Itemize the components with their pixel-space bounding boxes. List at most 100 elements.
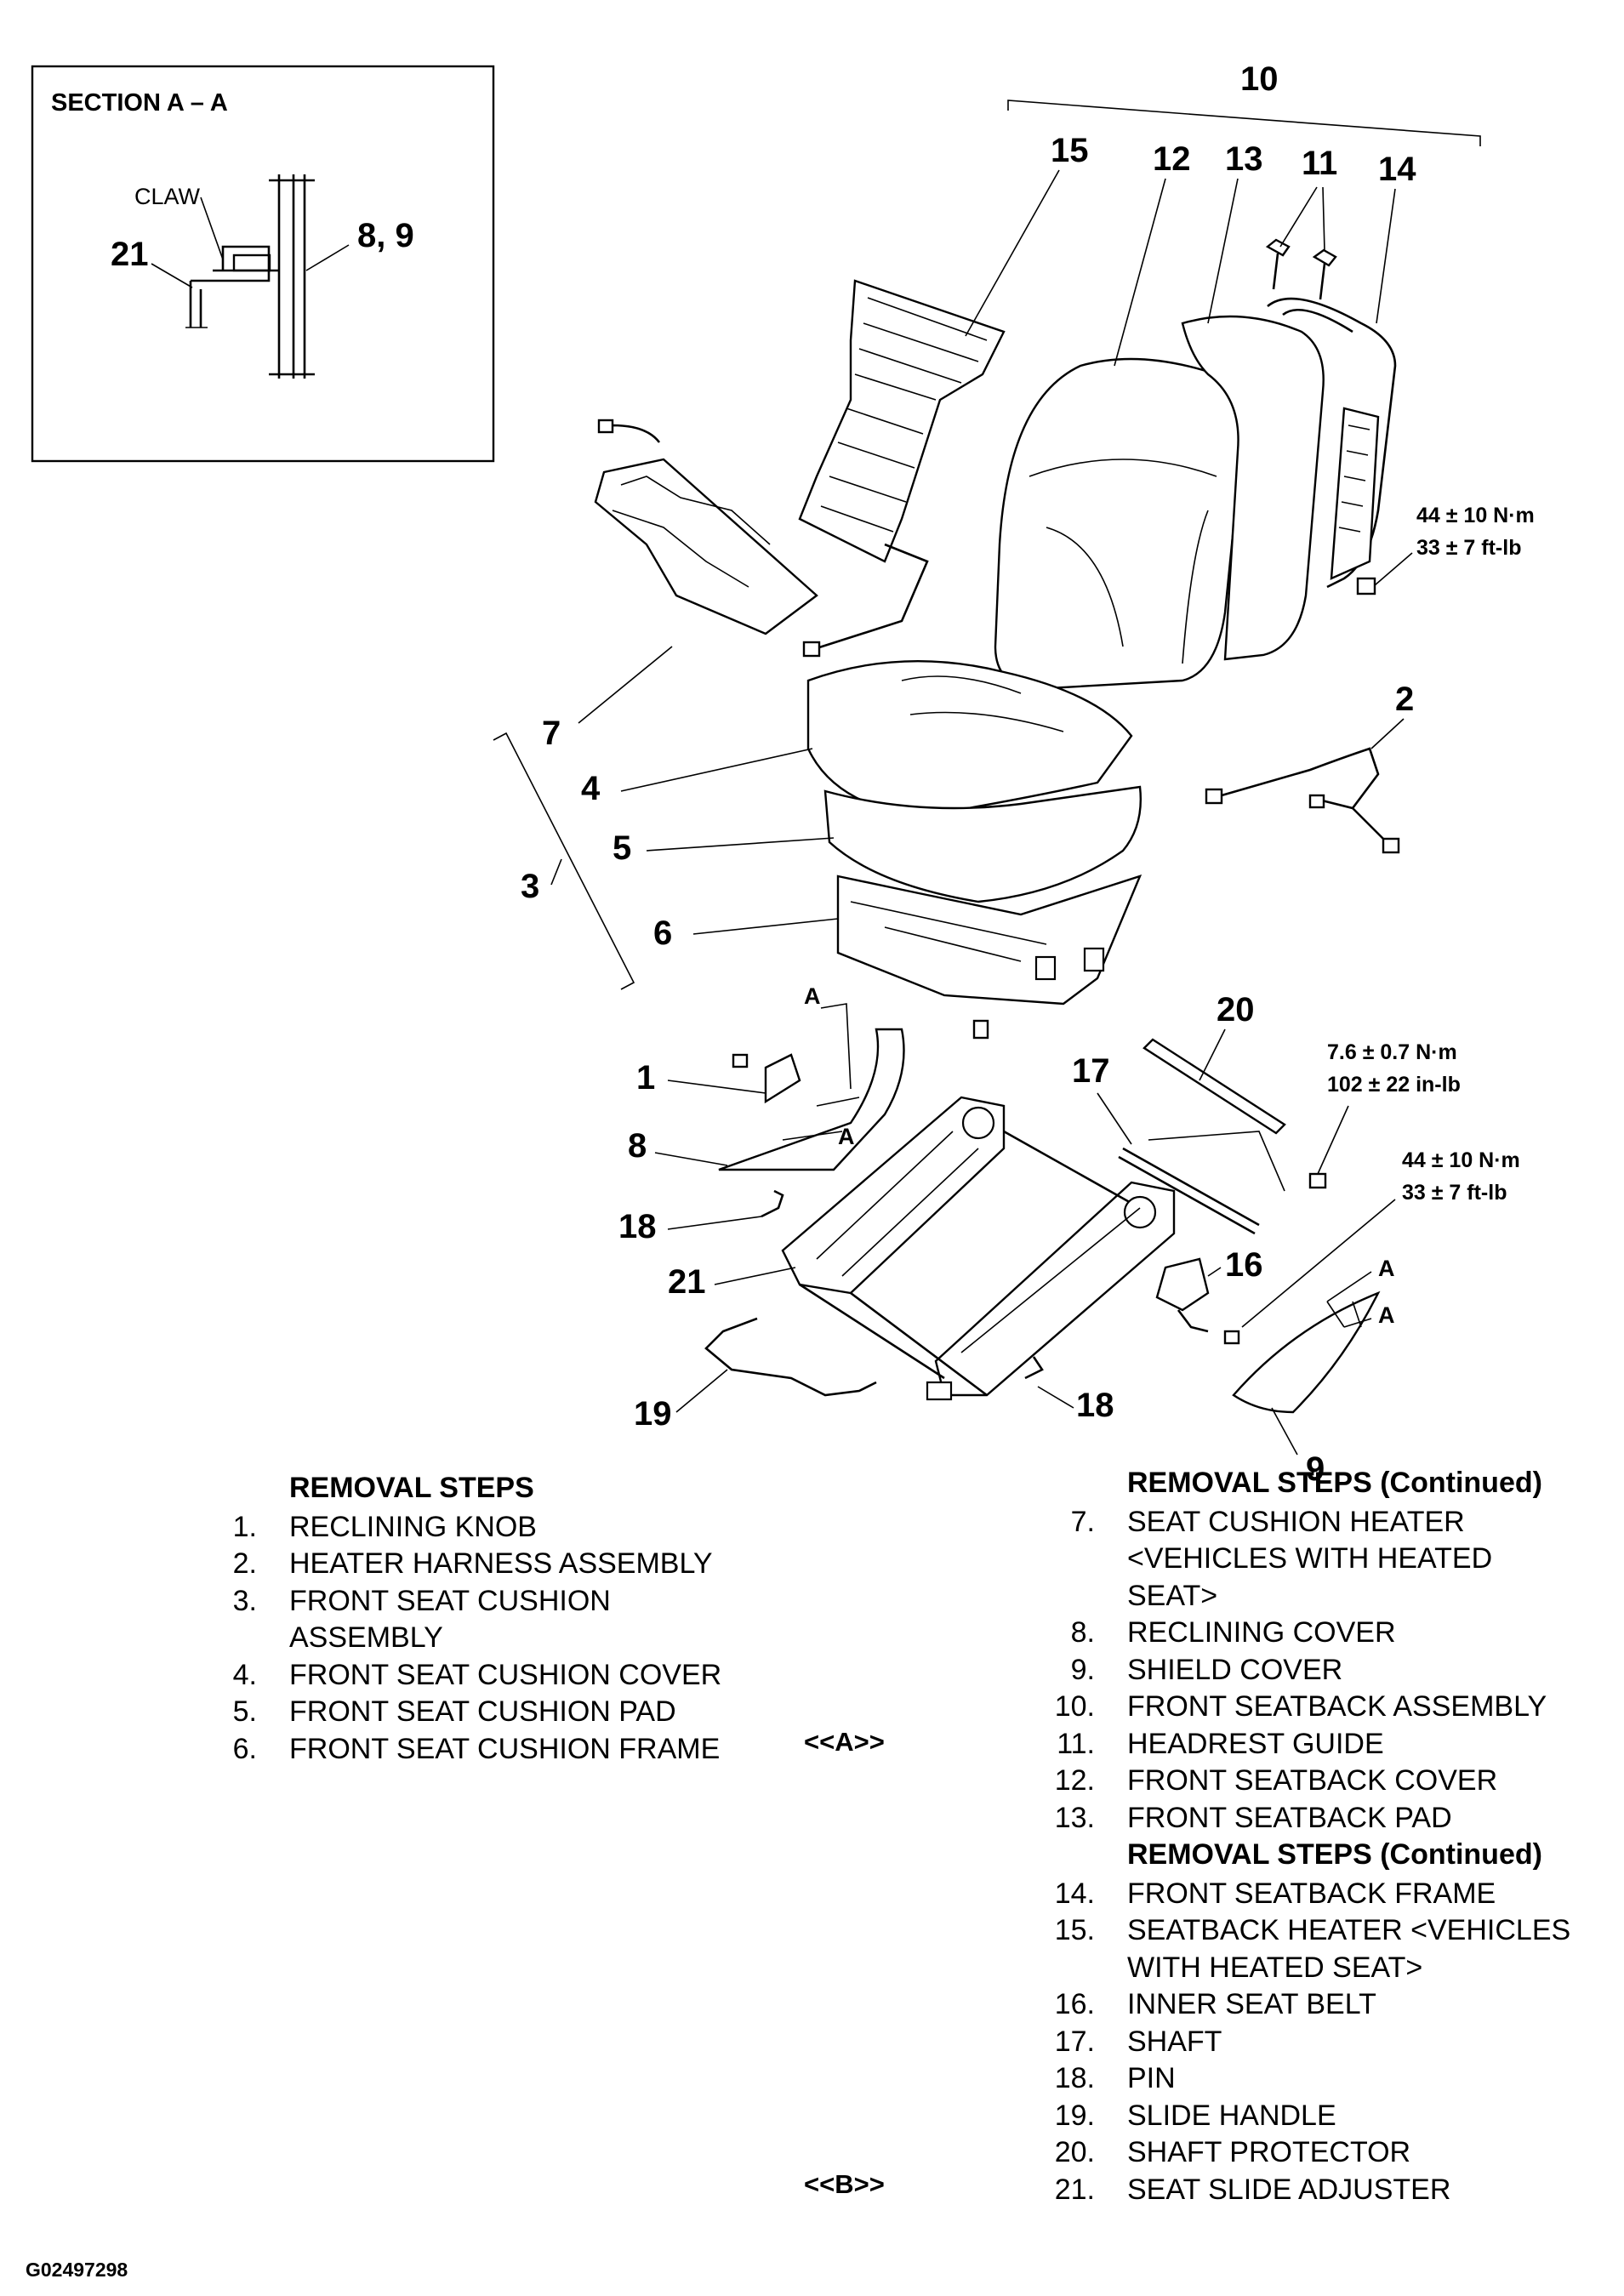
shaft-protector-plate <box>1148 1131 1285 1192</box>
callout-9: 9 <box>1306 1450 1325 1488</box>
seat-cushion-heater <box>594 419 818 635</box>
callout-20: 20 <box>1217 991 1255 1028</box>
removal-step-row: 5.FRONT SEAT CUSHION PAD <box>213 1694 910 1731</box>
slide-handle <box>704 1317 877 1397</box>
removal-step-text: INNER SEAT BELT <box>1127 1988 1376 2020</box>
bracket-3 <box>493 732 635 990</box>
note-tag-b: <<B>> <box>804 2169 885 2199</box>
removal-step-text: <VEHICLES WITH HEATED <box>1127 1542 1493 1575</box>
reclining-cover <box>718 1028 905 1171</box>
removal-step-text: SLIDE HANDLE <box>1127 2099 1336 2132</box>
removal-step-row: 21.SEAT SLIDE ADJUSTER <box>1051 2172 1612 2209</box>
shaft-bolt <box>1308 1172 1327 1189</box>
callout-10: 10 <box>1240 60 1279 98</box>
removal-step-row: ASSEMBLY <box>213 1620 910 1657</box>
removal-step-row: 18.PIN <box>1051 2060 1612 2098</box>
removal-step-number: 15. <box>1054 1914 1095 1946</box>
removal-step-row: 13. FRONT SEATBACK PAD <box>1051 1800 1612 1837</box>
callout-11: 11 <box>1302 145 1337 182</box>
shaft <box>1118 1147 1260 1235</box>
removal-step-number: 13. <box>1054 1801 1095 1834</box>
figure-id: G02497298 <box>26 2259 128 2281</box>
removal-step-text: FRONT SEAT CUSHION COVER <box>289 1658 722 1691</box>
removal-step-text: FRONT SEAT CUSHION <box>289 1584 611 1617</box>
removal-step-text: FRONT SEAT CUSHION PAD <box>289 1695 676 1728</box>
removal-step-row: 12. FRONT SEATBACK COVER <box>1051 1763 1612 1800</box>
callout-14: 14 <box>1378 151 1416 188</box>
callout-2: 2 <box>1395 681 1414 718</box>
removal-step-text: FRONT SEATBACK PAD <box>1127 1801 1452 1834</box>
removal-step-text: WITH HEATED SEAT> <box>1127 1951 1423 1984</box>
callout-1: 1 <box>636 1059 655 1097</box>
callout-3: 3 <box>521 868 539 905</box>
removal-step-number: 8. <box>1070 1616 1095 1649</box>
seat-slide-adjuster <box>781 1096 1176 1401</box>
claw-label: CLAW <box>134 184 201 209</box>
removal-step-row: 2. HEATER HARNESS ASSEMBLY <box>213 1546 910 1583</box>
removal-step-row: 4. FRONT SEAT CUSHION COVER <box>213 1657 910 1695</box>
bracket-10 <box>1007 100 1481 146</box>
torque-seatback-nm: 44 ± 10 N·m <box>1416 504 1535 527</box>
removal-step-number <box>213 1620 289 1657</box>
removal-step-number: 4. <box>232 1658 257 1691</box>
section-title: SECTION A – A <box>51 89 228 117</box>
removal-step-row: SEAT> <box>1051 1578 1612 1615</box>
view-marker-a2: A <box>838 1124 855 1149</box>
callout-4: 4 <box>581 770 601 807</box>
removal-step-text: SEAT CUSHION HEATER <box>1127 1505 1465 1538</box>
removal-step-number: 3. <box>232 1584 257 1617</box>
removal-step-row: 15. SEATBACK HEATER <VEHICLES <box>1051 1912 1612 1950</box>
removal-steps-right-list: 7. SEAT CUSHION HEATER <VEHICLES WITH HEAT… <box>1051 1504 1612 1837</box>
removal-step-row: 7. SEAT CUSHION HEATER <box>1051 1504 1612 1541</box>
removal-step-text: FRONT SEATBACK ASSEMBLY <box>1127 1690 1547 1723</box>
seat-cushion-pad <box>823 785 1142 903</box>
removal-step-row: 6.FRONT SEAT CUSHION FRAME <box>213 1731 910 1769</box>
removal-step-number: 6. <box>232 1732 257 1765</box>
torque-adjuster-nm: 44 ± 10 N·m <box>1402 1148 1520 1172</box>
removal-step-text: RECLINING COVER <box>1127 1616 1396 1649</box>
removal-step-text: SEAT> <box>1127 1579 1218 1612</box>
callout-5: 5 <box>613 829 631 867</box>
removal-step-number: 7. <box>1070 1505 1095 1538</box>
removal-step-row: 1.RECLINING KNOB <box>213 1509 910 1547</box>
removal-step-text: SHAFT <box>1127 2025 1222 2058</box>
removal-steps-header: REMOVAL STEPS <box>289 1472 534 1504</box>
removal-step-number: 9. <box>1070 1653 1095 1686</box>
removal-step-text: FRONT SEATBACK COVER <box>1127 1764 1498 1797</box>
removal-step-text: SEATBACK HEATER <VEHICLES <box>1127 1914 1571 1946</box>
callout-17: 17 <box>1072 1052 1110 1090</box>
callout-6: 6 <box>653 914 672 952</box>
torque-shaft-nm: 7.6 ± 0.7 N·m <box>1327 1040 1457 1064</box>
removal-step-row: 9.SHIELD COVER <box>1051 1652 1612 1689</box>
removal-step-number: 12. <box>1054 1764 1095 1797</box>
removal-step-row: WITH HEATED SEAT> <box>1051 1950 1612 1987</box>
view-marker-a1: A <box>804 983 821 1009</box>
removal-step-number: 14. <box>1054 1877 1095 1910</box>
inset-label-8-9: 8, 9 <box>357 217 414 254</box>
removal-step-number: 2. <box>232 1547 257 1580</box>
callout-12: 12 <box>1153 140 1191 178</box>
removal-step-row: 17.SHAFT <box>1051 2024 1612 2061</box>
reclining-knob <box>732 1053 801 1104</box>
torque-adjuster-ftlb: 33 ± 7 ft-lb <box>1402 1181 1507 1205</box>
callout-16: 16 <box>1225 1246 1263 1284</box>
removal-step-text: PIN <box>1127 2062 1176 2094</box>
inner-seat-belt <box>1155 1257 1240 1345</box>
inset-label-21: 21 <box>111 236 149 273</box>
removal-step-text: HEATER HARNESS ASSEMBLY <box>289 1547 713 1580</box>
callout-13: 13 <box>1225 140 1263 178</box>
callout-19: 19 <box>634 1395 672 1433</box>
torque-seatback-ftlb: 33 ± 7 ft-lb <box>1416 536 1521 560</box>
removal-step-number <box>1051 1541 1127 1578</box>
removal-step-number: 16. <box>1054 1988 1095 2020</box>
removal-steps-right-header: REMOVAL STEPS (Continued) <box>1127 1467 1542 1499</box>
callout-21: 21 <box>668 1263 706 1301</box>
shaft-protector <box>1142 1038 1286 1135</box>
seatback-heater <box>798 279 1006 658</box>
removal-step-row: <VEHICLES WITH HEATED <box>1051 1541 1612 1578</box>
seat-cushion-frame <box>836 875 1142 1006</box>
claw-section-drawing <box>151 174 350 379</box>
removal-step-number: 21. <box>1054 2173 1095 2206</box>
removal-step-row: 14.FRONT SEATBACK FRAME <box>1051 1876 1612 1913</box>
